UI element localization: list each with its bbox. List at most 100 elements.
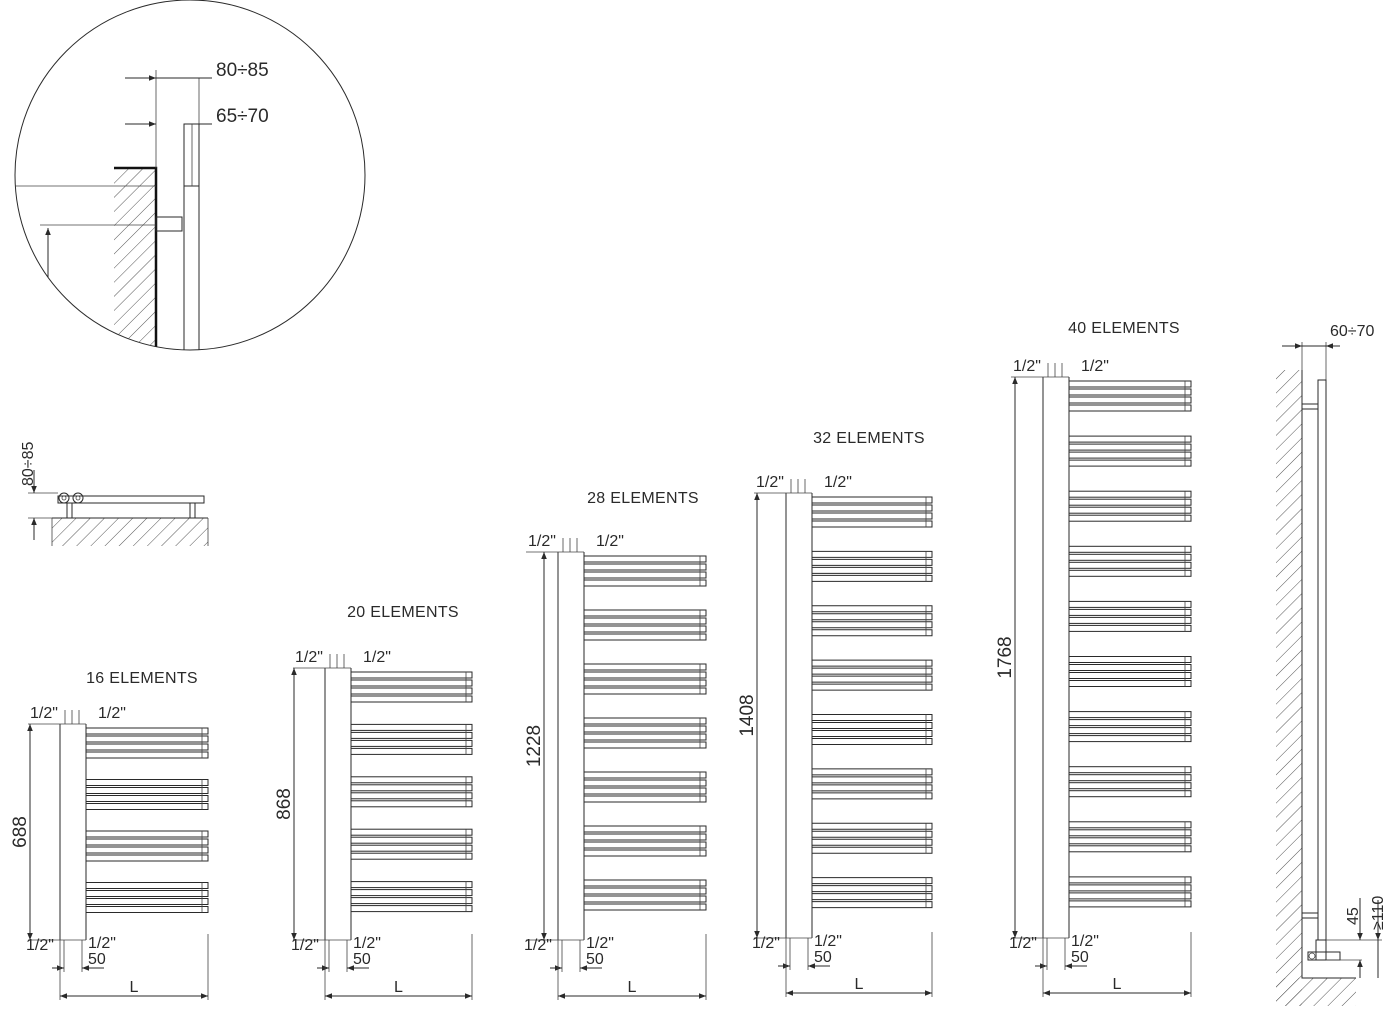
fin-group bbox=[350, 776, 473, 808]
fin-group bbox=[1068, 435, 1192, 467]
fin-group bbox=[811, 768, 933, 800]
fin-bar bbox=[350, 889, 473, 897]
fin-bar bbox=[1068, 545, 1192, 553]
fin-bar bbox=[1068, 845, 1192, 853]
fin-group bbox=[350, 881, 473, 913]
side-valve-body bbox=[1307, 951, 1341, 961]
fin-group bbox=[1068, 876, 1192, 908]
conn-top-left: 1/2" bbox=[1013, 358, 1041, 375]
fin-bar bbox=[811, 520, 933, 528]
fin-bar bbox=[1068, 735, 1192, 743]
fin-bar bbox=[811, 714, 933, 721]
fin-bar bbox=[811, 613, 933, 621]
fin-group bbox=[811, 550, 933, 582]
fin-bar bbox=[1068, 829, 1192, 837]
fin-bar bbox=[350, 792, 473, 800]
fin-bar bbox=[1068, 782, 1192, 790]
fin-bar bbox=[350, 784, 473, 792]
fin-group bbox=[583, 771, 707, 803]
conn-bottom-right: 1/2" bbox=[353, 935, 381, 952]
fin-group bbox=[583, 825, 707, 857]
fin-bar bbox=[85, 743, 209, 751]
fin-bar bbox=[85, 890, 209, 897]
fin-bar bbox=[1068, 506, 1192, 514]
fin-bar bbox=[583, 609, 707, 617]
fin-bar bbox=[811, 822, 933, 830]
conn-top-left: 1/2" bbox=[756, 474, 784, 491]
fin-bar bbox=[1068, 569, 1192, 577]
fin-bar bbox=[350, 679, 473, 687]
fin-bar bbox=[1068, 892, 1192, 900]
side-floor-hatch bbox=[1276, 978, 1356, 1006]
fin-bar bbox=[350, 747, 473, 755]
side-wall-hatch bbox=[1276, 370, 1302, 1006]
fin-bar bbox=[1068, 451, 1192, 459]
fin-bar bbox=[1068, 553, 1192, 561]
fin-group bbox=[85, 882, 209, 913]
fin-bar bbox=[1068, 608, 1192, 616]
conn-bottom-left: 1/2" bbox=[26, 937, 54, 954]
fin-bar bbox=[1068, 884, 1192, 892]
fin-bar bbox=[1068, 616, 1192, 624]
fin-bar bbox=[811, 830, 933, 838]
fin-bar bbox=[583, 879, 707, 887]
fin-bar bbox=[583, 625, 707, 633]
fin-bar bbox=[811, 566, 933, 574]
fin-group bbox=[85, 779, 209, 810]
conn-top-right: 1/2" bbox=[363, 649, 391, 666]
fin-bar bbox=[85, 751, 209, 759]
fin-bar bbox=[350, 844, 473, 852]
fin-bar bbox=[811, 885, 933, 893]
conn-top-left: 1/2" bbox=[528, 533, 556, 550]
conn-bottom-left: 1/2" bbox=[524, 937, 552, 954]
fin-bar bbox=[85, 779, 209, 786]
fin-group bbox=[350, 671, 473, 703]
fin-group bbox=[85, 830, 209, 862]
fin-group bbox=[1068, 711, 1192, 743]
fin-group bbox=[1068, 656, 1192, 687]
height-dim-label: 1768 bbox=[995, 636, 1016, 678]
fin-bar bbox=[350, 800, 473, 808]
fin-bar bbox=[350, 731, 473, 739]
fin-bar bbox=[1068, 719, 1192, 727]
conn-bottom-left: 1/2" bbox=[1009, 935, 1037, 952]
conn-bottom-right: 1/2" bbox=[1071, 933, 1099, 950]
bracket-detail: 80÷85 65÷70 bbox=[14, 0, 366, 351]
fin-bar bbox=[350, 905, 473, 913]
fin-group bbox=[811, 877, 933, 909]
fin-bar bbox=[350, 836, 473, 844]
fin-bar bbox=[583, 671, 707, 679]
fin-bar bbox=[85, 838, 209, 846]
fin-bar bbox=[1068, 435, 1192, 443]
fin-group bbox=[350, 828, 473, 860]
fin-group bbox=[811, 605, 933, 637]
fin-group bbox=[583, 663, 707, 695]
fin-bar bbox=[583, 841, 707, 849]
fin-bar bbox=[583, 725, 707, 733]
fin-bar bbox=[1068, 711, 1192, 719]
offset-dim-label: 50 bbox=[1071, 949, 1089, 966]
fin-bar bbox=[1068, 656, 1192, 663]
fin-bar bbox=[85, 830, 209, 838]
fin-group bbox=[1068, 600, 1192, 632]
fin-bar bbox=[811, 496, 933, 504]
fin-bar bbox=[1068, 459, 1192, 467]
fin-bar bbox=[811, 512, 933, 520]
wall-hatch bbox=[114, 168, 156, 350]
fin-group bbox=[1068, 380, 1192, 412]
fin-group bbox=[811, 496, 933, 528]
top-view: 80÷85 bbox=[20, 442, 209, 546]
fin-bar bbox=[811, 621, 933, 629]
fin-bar bbox=[1068, 624, 1192, 632]
fin-group bbox=[583, 555, 707, 587]
valve-left-icon bbox=[58, 492, 70, 504]
fin-bar bbox=[1068, 380, 1192, 388]
fin-bar bbox=[85, 787, 209, 794]
fin-bar bbox=[1068, 766, 1192, 774]
conn-top-right: 1/2" bbox=[98, 705, 126, 722]
model-title: 20 ELEMENTS bbox=[347, 604, 459, 621]
detail-dim-outer: 80÷85 bbox=[216, 60, 269, 81]
